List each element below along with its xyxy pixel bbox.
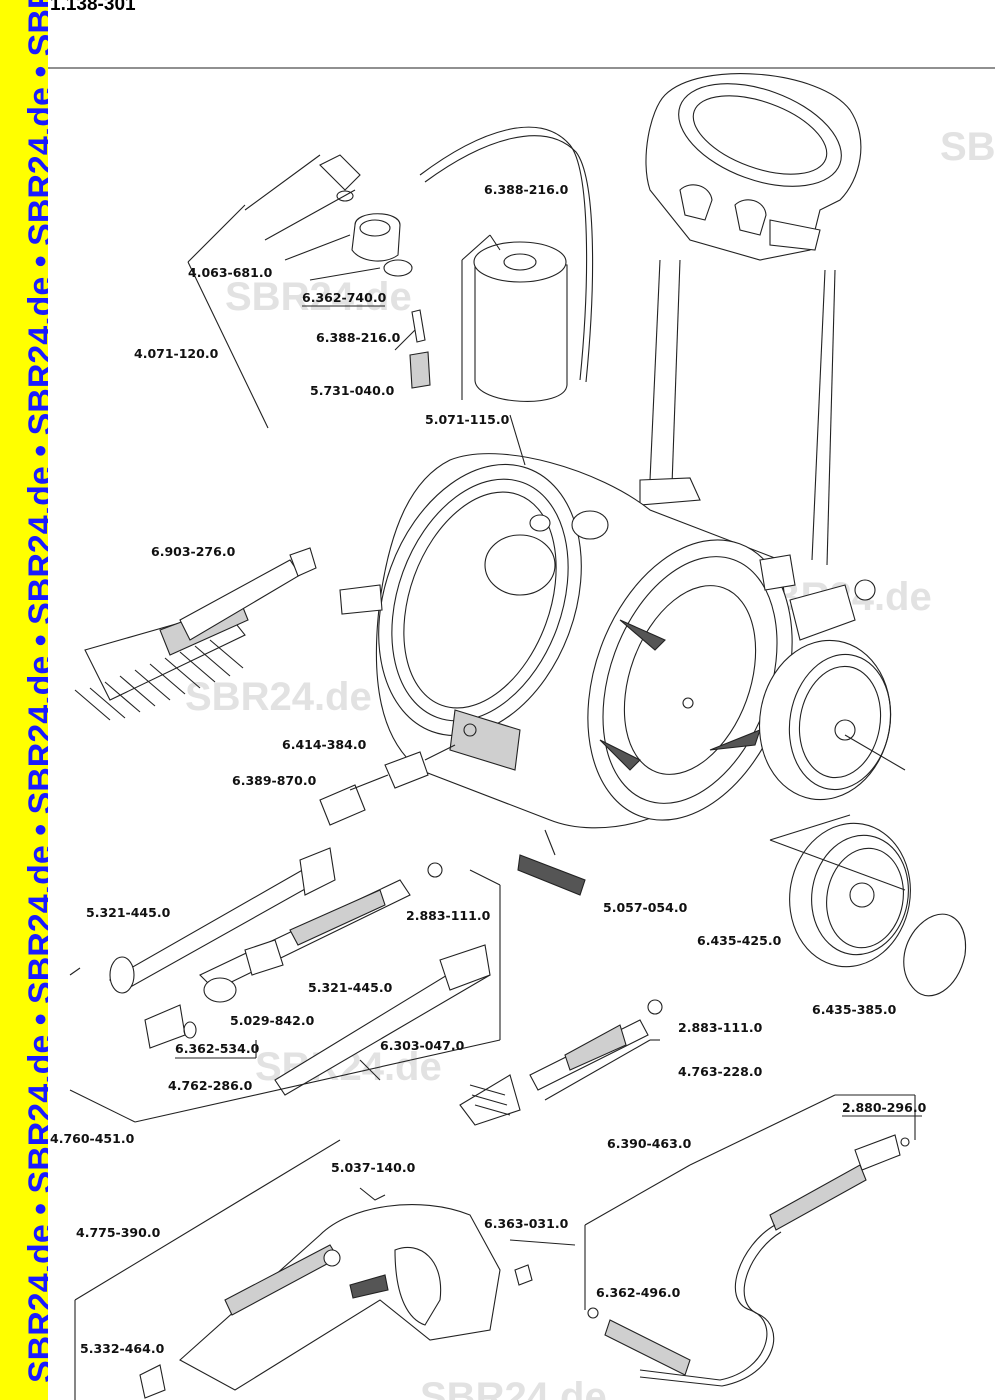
label-5-731-040: 5.731-040.0 [310,383,395,398]
label-5-071-115: 5.071-115.0 [425,412,510,427]
label-2-880-296: 2.880-296.0 [842,1100,927,1115]
filter-part [517,854,586,896]
machine-body [339,414,793,856]
detergent-valve-parts [187,154,431,429]
label-4-071-120: 4.071-120.0 [134,346,219,361]
spray-lance-set [69,847,501,1123]
watermark-6: SBR24.de [940,125,995,169]
label-6-362-534: 6.362-534.0 [175,1041,260,1056]
wash-brush [74,547,317,721]
label-6-362-740: 6.362-740.0 [302,290,387,305]
watermark-1: SBR24.de [225,275,412,319]
label-4-760-451: 4.760-451.0 [50,1131,135,1146]
watermark-5: SBR24.de [420,1375,607,1400]
trolley-handle [639,73,862,566]
label-6-903-276: 6.903-276.0 [151,544,236,559]
label-4-063-681: 4.063-681.0 [188,265,273,280]
label-5-057-054: 5.057-054.0 [603,900,688,915]
label-6-388-216-top: 6.388-216.0 [484,182,569,197]
label-4-763-228: 4.763-228.0 [678,1064,763,1079]
rotor-nozzle [459,999,663,1126]
label-4-775-390: 4.775-390.0 [76,1225,161,1240]
trigger-gun [74,1139,576,1400]
label-6-390-463: 6.390-463.0 [607,1136,692,1151]
label-6-363-031: 6.363-031.0 [484,1216,569,1231]
detergent-tank [461,234,568,402]
label-6-303-047: 6.303-047.0 [380,1038,465,1053]
label-5-332-464: 5.332-464.0 [80,1341,165,1356]
label-2-883-111-b: 2.883-111.0 [678,1020,763,1035]
label-6-389-870: 6.389-870.0 [232,773,317,788]
watermark-3: SBR24.de [185,675,372,719]
label-4-762-286: 4.762-286.0 [168,1078,253,1093]
high-pressure-hose [584,1094,916,1387]
label-6-435-385: 6.435-385.0 [812,1002,897,1017]
label-6-388-216-mid: 6.388-216.0 [316,330,401,345]
label-2-883-111-a: 2.883-111.0 [406,908,491,923]
frame-connectors [759,554,876,641]
watermark-sidebar: SBR24.de • SBR24.de • SBR24.de • SBR24.d… [0,0,48,1400]
loose-wheel [769,814,967,997]
label-5-037-140: 5.037-140.0 [331,1160,416,1175]
assembled-wheel [758,639,906,801]
label-5-029-842: 5.029-842.0 [230,1013,315,1028]
label-6-435-425: 6.435-425.0 [697,933,782,948]
label-6-362-496: 6.362-496.0 [596,1285,681,1300]
label-5-321-445-b: 5.321-445.0 [308,980,393,995]
label-5-321-445-a: 5.321-445.0 [86,905,171,920]
document-number: 1.138-301 [50,0,136,15]
label-6-414-384: 6.414-384.0 [282,737,367,752]
part-number-labels: 6.388-216.0 4.063-681.0 6.362-740.0 6.38… [50,182,927,1356]
inlet-coupling [319,744,456,826]
suction-hose [419,126,588,381]
